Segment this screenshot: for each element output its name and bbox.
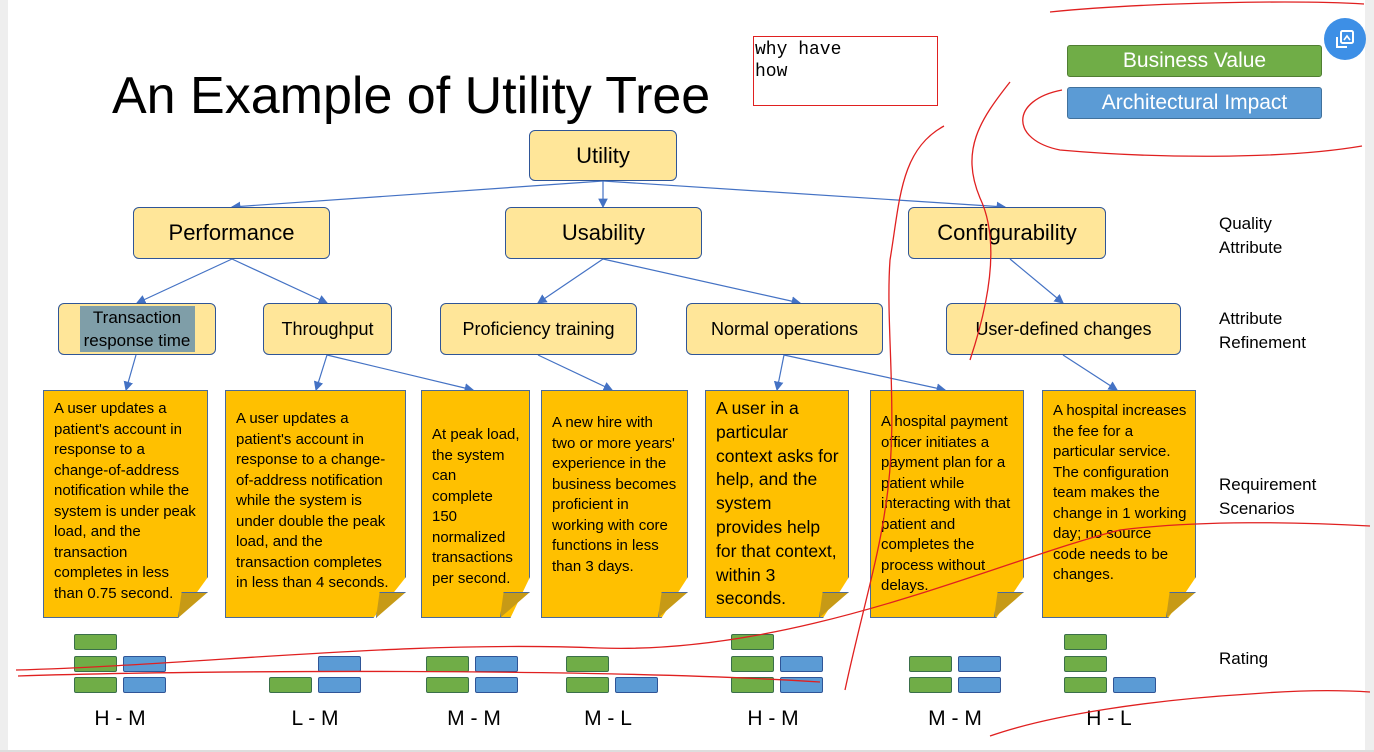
window-frame-left — [0, 0, 8, 752]
node-transaction-response-time: Transaction response time — [58, 303, 216, 355]
node-usability: Usability — [505, 207, 702, 259]
scenario-card: A hospital increases the fee for a parti… — [1042, 390, 1196, 618]
architectural-impact-bar — [318, 677, 361, 693]
label-attribute-refinement: Attribute Refinement — [1219, 309, 1306, 352]
business-value-bar — [1064, 677, 1107, 693]
architectural-impact-bar — [123, 677, 166, 693]
scenario-card: A user updates a patient's account in re… — [225, 390, 406, 618]
rating-label: H - L — [1086, 707, 1132, 730]
window-frame-right — [1365, 0, 1374, 752]
label-requirement-scenarios: Requirement Scenarios — [1219, 475, 1317, 518]
node-configurability: Configurability — [908, 207, 1106, 259]
business-value-bar — [731, 655, 774, 672]
business-value-bar — [566, 677, 609, 693]
business-value-bar — [426, 655, 469, 672]
rating-label: H - M — [747, 707, 799, 730]
architectural-impact-bar — [615, 677, 658, 693]
business-value-bar — [1064, 634, 1107, 650]
architectural-impact-bar — [475, 655, 518, 672]
window-frame-bottom — [0, 750, 1374, 752]
architectural-impact-bar — [958, 655, 1001, 672]
business-value-bar — [269, 677, 312, 693]
node-proficiency-training: Proficiency training — [440, 303, 637, 355]
rating-label: M - L — [584, 707, 632, 730]
node-throughput: Throughput — [263, 303, 392, 355]
image-export-icon[interactable] — [1324, 18, 1366, 60]
business-value-bar — [1064, 655, 1107, 672]
business-value-bar — [731, 677, 774, 693]
rating-label: M - M — [928, 707, 982, 730]
annotation-note[interactable]: why have how — [753, 36, 938, 106]
rating-label: M - M — [447, 707, 501, 730]
node-root: Utility — [529, 130, 677, 181]
architectural-impact-bar — [475, 677, 518, 693]
scenario-card: A user updates a patient's account in re… — [43, 390, 208, 618]
rating-label: L - M — [291, 707, 339, 730]
business-value-bar — [566, 655, 609, 672]
business-value-bar — [909, 655, 952, 672]
legend-business-value: Business Value — [1067, 45, 1322, 77]
node-performance: Performance — [133, 207, 330, 259]
architectural-impact-bar — [958, 677, 1001, 693]
architectural-impact-bar — [1113, 677, 1156, 693]
label-quality-attribute: Quality Attribute — [1219, 214, 1283, 257]
architectural-impact-bar — [780, 655, 823, 672]
scenario-card: A hospital payment officer initiates a p… — [870, 390, 1024, 618]
scenario-card: A user in a particular context asks for … — [705, 390, 849, 618]
business-value-bar — [909, 677, 952, 693]
legend-architectural-impact: Architectural Impact — [1067, 87, 1322, 119]
business-value-bar — [74, 634, 117, 650]
scenario-card: A new hire with two or more years' exper… — [541, 390, 688, 618]
page-title: An Example of Utility Tree — [112, 67, 711, 125]
label-rating: Rating — [1219, 649, 1269, 668]
business-value-bar — [426, 677, 469, 693]
rating-label: H - M — [94, 707, 146, 730]
node-normal-operations: Normal operations — [686, 303, 883, 355]
node-user-defined-changes: User-defined changes — [946, 303, 1181, 355]
business-value-bar — [74, 677, 117, 693]
scenario-card: At peak load, the system can complete 15… — [421, 390, 530, 618]
